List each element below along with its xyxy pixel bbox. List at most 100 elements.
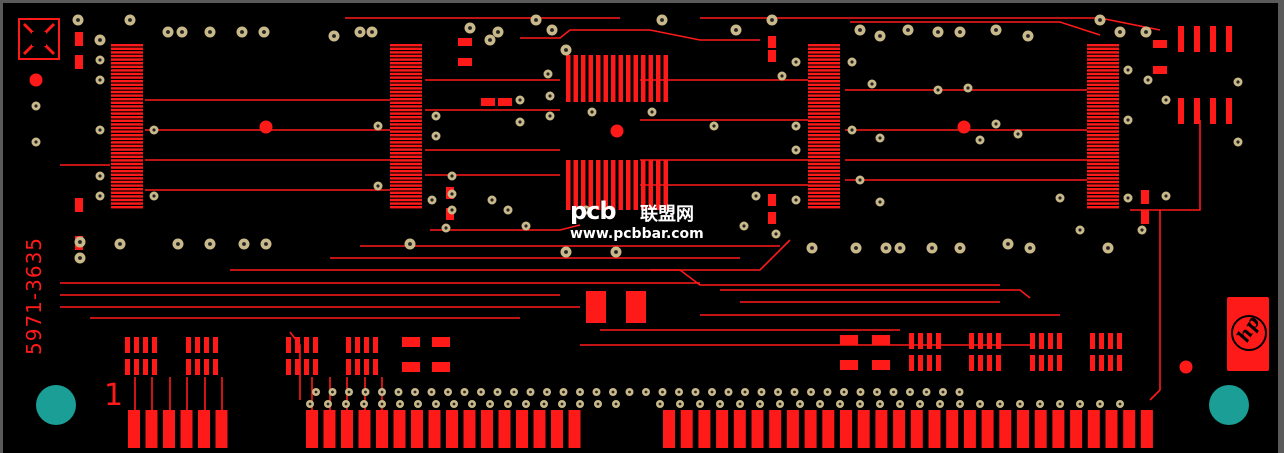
edge-finger xyxy=(568,410,581,448)
via-hole xyxy=(906,28,910,32)
via-hole xyxy=(434,114,438,118)
via-hole xyxy=(1126,68,1130,72)
via-hole xyxy=(858,402,862,406)
soic-pad xyxy=(603,55,608,102)
ic-pad xyxy=(808,126,840,130)
ic-pad xyxy=(808,134,840,137)
via-hole xyxy=(1078,402,1082,406)
smd-pad xyxy=(768,50,776,62)
via-hole xyxy=(578,402,582,406)
ic-pad xyxy=(808,108,840,112)
ic-pad xyxy=(1087,51,1119,54)
via-hole xyxy=(818,402,822,406)
via-hole xyxy=(1028,246,1032,250)
edge-finger xyxy=(822,410,835,448)
small-soic-pad xyxy=(286,359,291,375)
via-hole xyxy=(884,246,888,250)
via-hole xyxy=(180,30,184,34)
via-hole xyxy=(908,390,912,394)
edge-finger xyxy=(698,410,711,448)
via-hole xyxy=(826,390,829,394)
via-hole xyxy=(208,30,212,34)
soic-pad xyxy=(641,160,646,210)
small-soic-pad xyxy=(355,337,360,353)
via-hole xyxy=(413,390,417,394)
ic-pad xyxy=(111,54,143,58)
trace xyxy=(720,289,1031,299)
ic-pad xyxy=(111,101,143,104)
smd-pad xyxy=(432,362,450,372)
via-hole xyxy=(850,60,854,64)
via-hole xyxy=(1058,402,1062,406)
ic-pad xyxy=(808,112,840,115)
via-hole xyxy=(694,390,697,394)
ic-pad xyxy=(808,162,840,166)
ic-pad xyxy=(1087,126,1119,130)
ic-pad xyxy=(1087,54,1119,58)
soic-pad xyxy=(611,55,616,102)
ic-pad xyxy=(1087,119,1119,122)
smd-pad xyxy=(872,335,890,345)
ic-pad xyxy=(390,51,422,54)
ic-pad xyxy=(808,184,840,187)
via-hole xyxy=(584,208,588,212)
via-hole xyxy=(452,402,456,406)
via-hole xyxy=(578,390,582,394)
via-hole xyxy=(564,48,568,52)
via-hole xyxy=(590,110,594,114)
ic-pad xyxy=(390,162,422,166)
ic-pad xyxy=(1087,108,1119,112)
smd-pad xyxy=(75,55,83,69)
ic-pad xyxy=(1087,76,1119,79)
via-hole xyxy=(875,390,879,394)
mounting-dot xyxy=(1179,360,1193,374)
ic-pad xyxy=(1087,65,1119,68)
small-soic-pad xyxy=(195,359,200,375)
small-soic-pad xyxy=(143,337,148,353)
small-soic-pad xyxy=(1048,333,1053,349)
via-hole xyxy=(331,390,334,394)
smd-pad xyxy=(498,98,512,106)
small-soic-pad xyxy=(295,359,300,375)
via-hole xyxy=(936,30,940,34)
ic-pad xyxy=(808,105,840,108)
via-hole xyxy=(98,194,102,198)
ic-pad xyxy=(111,119,143,122)
ic-pad xyxy=(390,116,422,119)
smd-pad xyxy=(432,337,450,347)
ic-pad xyxy=(390,173,422,176)
via-hole xyxy=(444,226,448,230)
via-hole xyxy=(978,402,982,406)
ic-pad xyxy=(111,80,143,83)
ic-pad xyxy=(390,58,422,61)
small-soic-pad xyxy=(204,337,209,353)
via-hole xyxy=(898,402,902,406)
via-hole xyxy=(564,250,568,254)
via-hole xyxy=(644,390,648,394)
ic-pad xyxy=(808,198,840,202)
small-soic-pad xyxy=(1108,333,1113,349)
via-hole xyxy=(398,402,402,406)
via-hole xyxy=(842,390,846,394)
via-hole xyxy=(596,402,600,406)
soic-pad xyxy=(596,55,601,102)
via-hole xyxy=(118,242,122,246)
via-hole xyxy=(958,30,962,34)
via-hole xyxy=(1078,228,1082,232)
ic-pad xyxy=(1087,130,1119,133)
small-soic-pad xyxy=(313,359,318,375)
via-hole xyxy=(918,402,922,406)
ic-pad xyxy=(390,80,422,83)
via-hole xyxy=(98,128,102,132)
ic-pad xyxy=(808,170,840,173)
edge-finger xyxy=(716,410,729,448)
edge-finger xyxy=(786,410,799,448)
small-soic-pad xyxy=(969,355,974,371)
small-soic-pad xyxy=(373,359,378,375)
small-soic-pad xyxy=(987,333,992,349)
small-soic-pad xyxy=(927,333,932,349)
ic-pad xyxy=(111,69,143,72)
via-hole xyxy=(434,134,438,138)
edge-finger xyxy=(198,410,210,448)
